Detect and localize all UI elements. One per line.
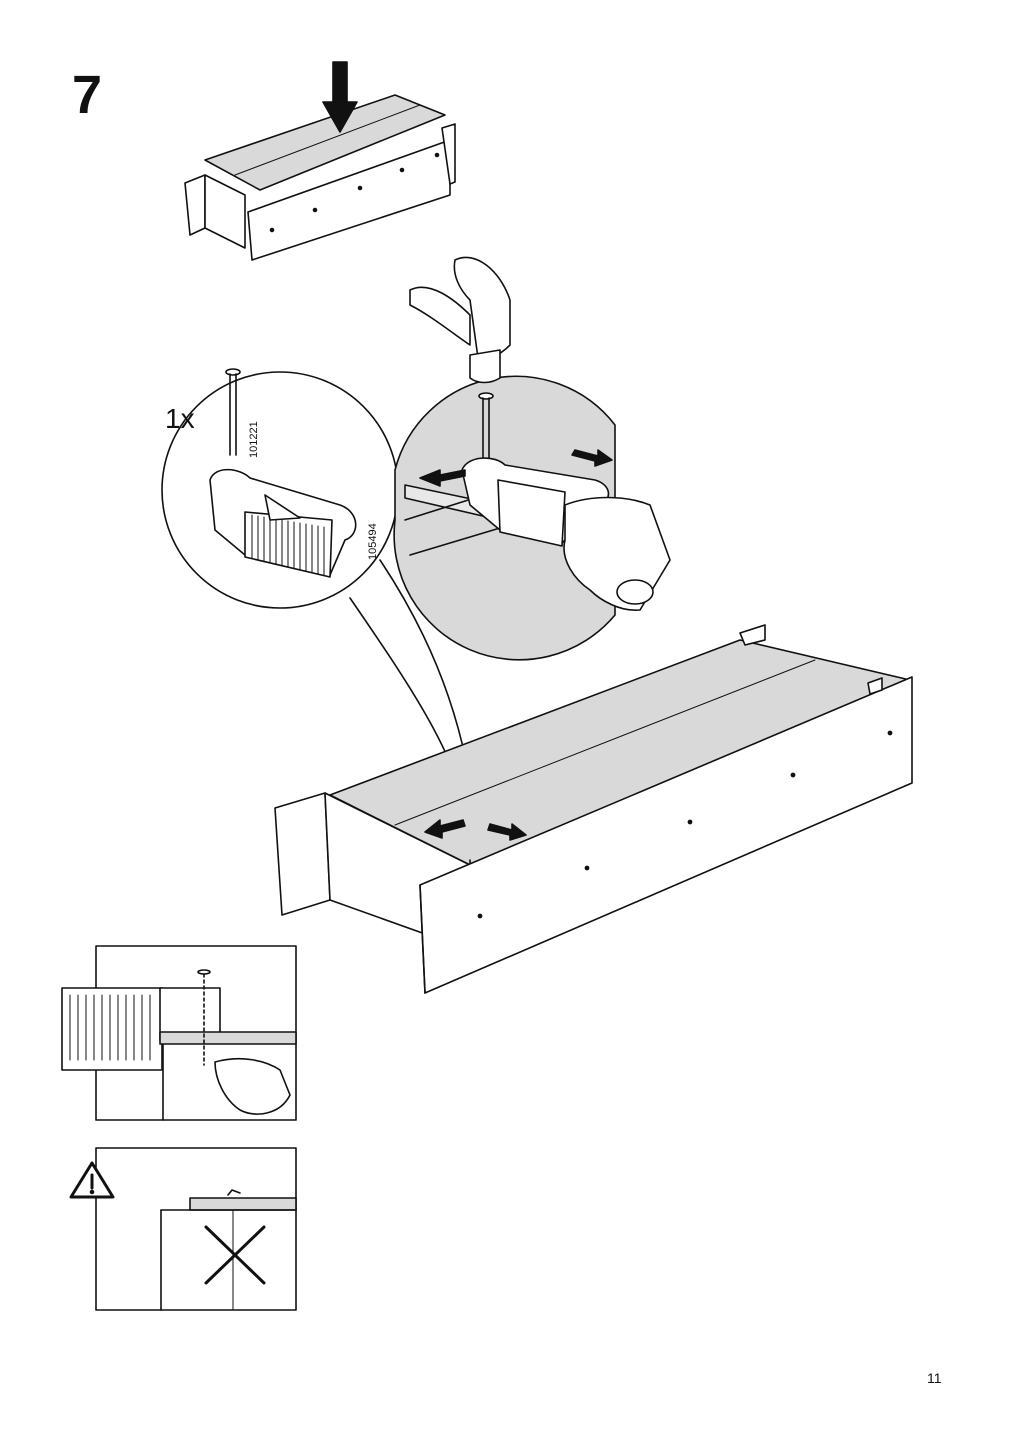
part-number-tool: 105494: [367, 523, 379, 560]
main-drawer-illustration: [274, 624, 913, 994]
part-number-nail: 101221: [248, 421, 260, 458]
hammer-icon: [409, 286, 471, 346]
small-drawer-illustration: [184, 94, 456, 261]
down-arrow-icon: [322, 61, 358, 133]
warning-triangle-icon: [69, 1161, 115, 1199]
hammer-detail-circle: [393, 256, 671, 661]
quantity-label: 1x: [165, 403, 195, 434]
callout-circle: [161, 368, 479, 846]
page-number: 11: [927, 1370, 942, 1386]
step-number: 7: [72, 65, 103, 125]
detail-correct: [61, 945, 297, 1121]
cross-icon: [204, 1225, 266, 1285]
detail-wrong: [69, 1147, 297, 1311]
